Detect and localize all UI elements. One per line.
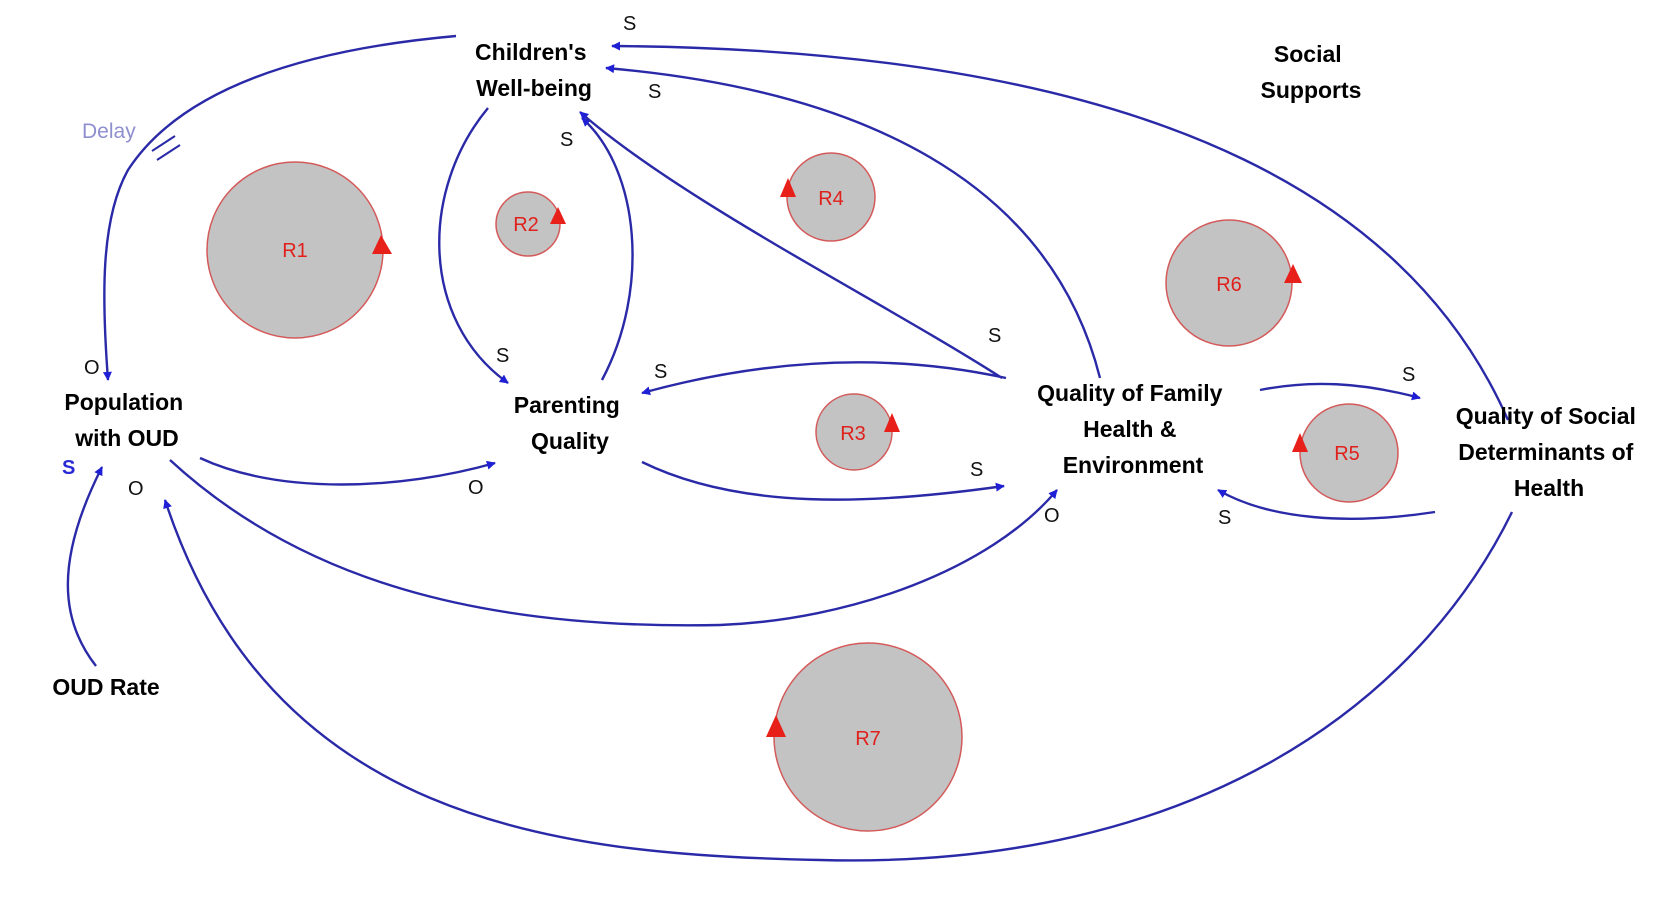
link-oudrate-to-population (66, 466, 104, 667)
link-parenting-to-wellbeing (581, 117, 634, 381)
loop-r5: R5 (1292, 403, 1399, 503)
loop-r1: R1 (206, 161, 392, 339)
node-population-with-oud: Population with OUD (64, 389, 189, 451)
polarity-label: O (468, 477, 484, 499)
loop-r1-label: R1 (282, 240, 308, 262)
polarity-label: S (970, 459, 983, 481)
node-childrens-wellbeing: Children's Well-being (475, 39, 593, 101)
link-wellbeing-to-population (102, 34, 457, 381)
link-population-to-family (169, 459, 1058, 627)
loop-r6: R6 (1165, 219, 1302, 347)
node-oud-rate: OUD Rate (52, 674, 159, 700)
delay-mark: Delay (82, 120, 181, 161)
polarity-labels: S S S S S S S S S S O O O O (62, 13, 1415, 529)
polarity-label: S (623, 13, 636, 35)
link-social-to-family (1217, 488, 1436, 520)
polarity-label: S (1218, 507, 1231, 529)
variable-labels: Children's Well-being Social Supports Po… (52, 39, 1643, 700)
polarity-label: S (648, 81, 661, 103)
node-social-supports: Social Supports (1261, 41, 1362, 103)
link-wellbeing-to-parenting (438, 107, 509, 384)
loop-r6-label: R6 (1216, 274, 1242, 296)
link-family-to-social (1259, 382, 1421, 401)
loop-r5-label: R5 (1334, 443, 1360, 465)
loop-r3-label: R3 (840, 423, 866, 445)
polarity-label: S (988, 325, 1001, 347)
loop-r2-label: R2 (513, 214, 539, 236)
link-family-to-wellbeing (579, 111, 1003, 380)
polarity-label: S (1402, 364, 1415, 386)
loop-r4: R4 (780, 152, 876, 242)
link-social-to-population (163, 499, 1514, 862)
link-family-to-parenting (641, 361, 1007, 396)
delay-label: Delay (82, 120, 136, 143)
link-population-to-parenting (199, 456, 496, 486)
node-quality-social-determinants: Quality of Social Determinants of Health (1456, 403, 1643, 501)
node-quality-family-health: Quality of Family Health & Environment (1037, 380, 1229, 478)
loop-r4-label: R4 (818, 188, 844, 210)
link-social-to-wellbeing (611, 41, 1510, 421)
polarity-label: O (1044, 505, 1060, 527)
link-parenting-to-family (641, 460, 1005, 501)
loop-r7-label: R7 (855, 728, 881, 750)
polarity-label: S (654, 361, 667, 383)
loop-r3: R3 (815, 393, 900, 471)
polarity-label: S (496, 345, 509, 367)
link-family-to-wellbeing-outer (605, 64, 1102, 379)
node-parenting-quality: Parenting Quality (514, 392, 626, 454)
loop-r2: R2 (495, 191, 566, 257)
polarity-label: S (62, 457, 75, 479)
polarity-label: O (128, 478, 144, 500)
links (66, 34, 1514, 862)
polarity-label: S (560, 129, 573, 151)
loop-r7: R7 (766, 642, 963, 832)
polarity-label: O (84, 357, 100, 379)
